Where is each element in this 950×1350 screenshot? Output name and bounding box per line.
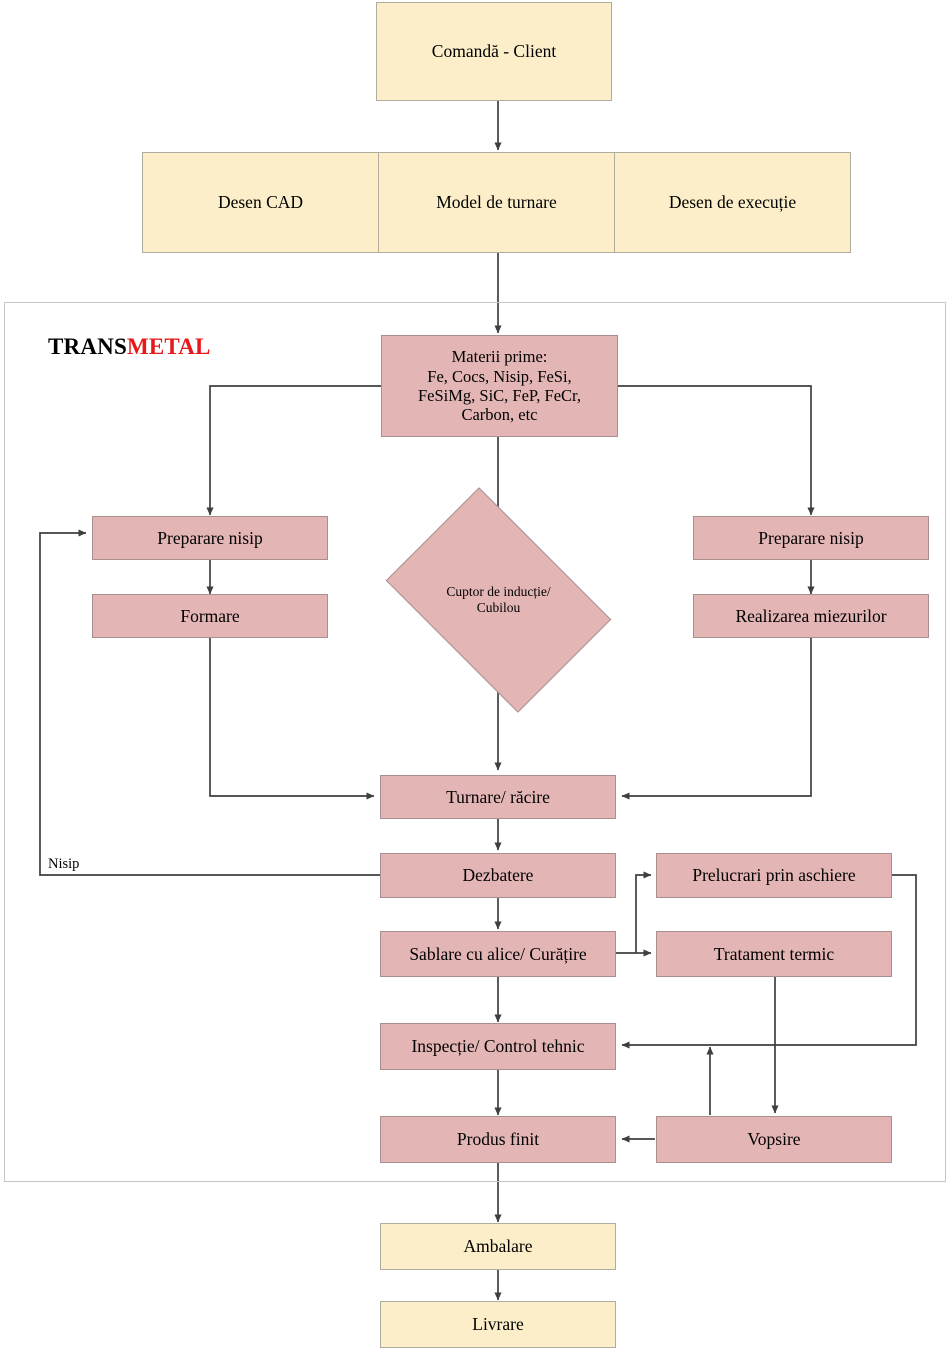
node-furnace-label: Cuptor de inducție/ Cubilou <box>446 583 551 615</box>
node-order-label: Comandă - Client <box>431 41 557 62</box>
node-casting-pattern[interactable]: Model de turnare <box>378 152 615 253</box>
node-shakeout[interactable]: Dezbatere <box>380 853 616 898</box>
node-inspection-label: Inspecție/ Control tehnic <box>411 1036 585 1057</box>
node-execution-drawing-label: Desen de execuție <box>668 192 797 212</box>
node-finished-product[interactable]: Produs finit <box>380 1116 616 1163</box>
node-pouring-label: Turnare/ răcire <box>446 786 550 807</box>
node-shotblast[interactable]: Sablare cu alice/ Curățire <box>380 931 616 977</box>
node-raw-materials-label: Materii prime: Fe, Cocs, Nisip, FeSi, Fe… <box>417 347 581 425</box>
node-machining[interactable]: Prelucrari prin aschiere <box>656 853 892 898</box>
node-molding[interactable]: Formare <box>92 594 328 638</box>
node-raw-materials[interactable]: Materii prime: Fe, Cocs, Nisip, FeSi, Fe… <box>381 335 618 437</box>
node-inspection[interactable]: Inspecție/ Control tehnic <box>380 1023 616 1070</box>
node-packaging[interactable]: Ambalare <box>380 1223 616 1270</box>
node-order[interactable]: Comandă - Client <box>376 2 612 101</box>
node-sand-prep-right[interactable]: Preparare nisip <box>693 516 929 560</box>
node-sand-prep-left[interactable]: Preparare nisip <box>92 516 328 560</box>
node-cad-drawing[interactable]: Desen CAD <box>142 152 379 253</box>
node-cores-label: Realizarea miezurilor <box>735 605 887 626</box>
node-delivery[interactable]: Livrare <box>380 1301 616 1348</box>
node-shotblast-label: Sablare cu alice/ Curățire <box>409 943 587 964</box>
node-heat-treatment[interactable]: Tratament termic <box>656 931 892 977</box>
node-furnace[interactable]: Cuptor de inducție/ Cubilou <box>385 487 612 713</box>
node-heat-treatment-label: Tratament termic <box>713 943 835 964</box>
node-packaging-label: Ambalare <box>463 1236 533 1257</box>
node-sand-prep-left-label: Preparare nisip <box>157 527 263 548</box>
brand-part-trans: TRANS <box>48 334 127 359</box>
node-shakeout-label: Dezbatere <box>462 865 534 886</box>
node-cad-drawing-label: Desen CAD <box>217 192 304 212</box>
brand-part-metal: METAL <box>126 334 211 359</box>
node-delivery-label: Livrare <box>472 1314 524 1335</box>
node-machining-label: Prelucrari prin aschiere <box>692 865 856 886</box>
node-finished-product-label: Produs finit <box>456 1129 540 1150</box>
company-brand: TRANSMETAL <box>48 334 211 360</box>
edge-label-sand-recycle: Nisip <box>48 856 80 872</box>
node-cores[interactable]: Realizarea miezurilor <box>693 594 929 638</box>
node-execution-drawing[interactable]: Desen de execuție <box>614 152 851 253</box>
node-painting[interactable]: Vopsire <box>656 1116 892 1163</box>
transmetal-boundary <box>4 302 946 1182</box>
node-pouring[interactable]: Turnare/ răcire <box>380 775 616 819</box>
design-row: Desen CAD Model de turnare Desen de exec… <box>142 152 851 253</box>
node-molding-label: Formare <box>180 605 240 626</box>
node-painting-label: Vopsire <box>747 1129 801 1150</box>
node-sand-prep-right-label: Preparare nisip <box>758 527 864 548</box>
node-casting-pattern-label: Model de turnare <box>436 192 557 212</box>
